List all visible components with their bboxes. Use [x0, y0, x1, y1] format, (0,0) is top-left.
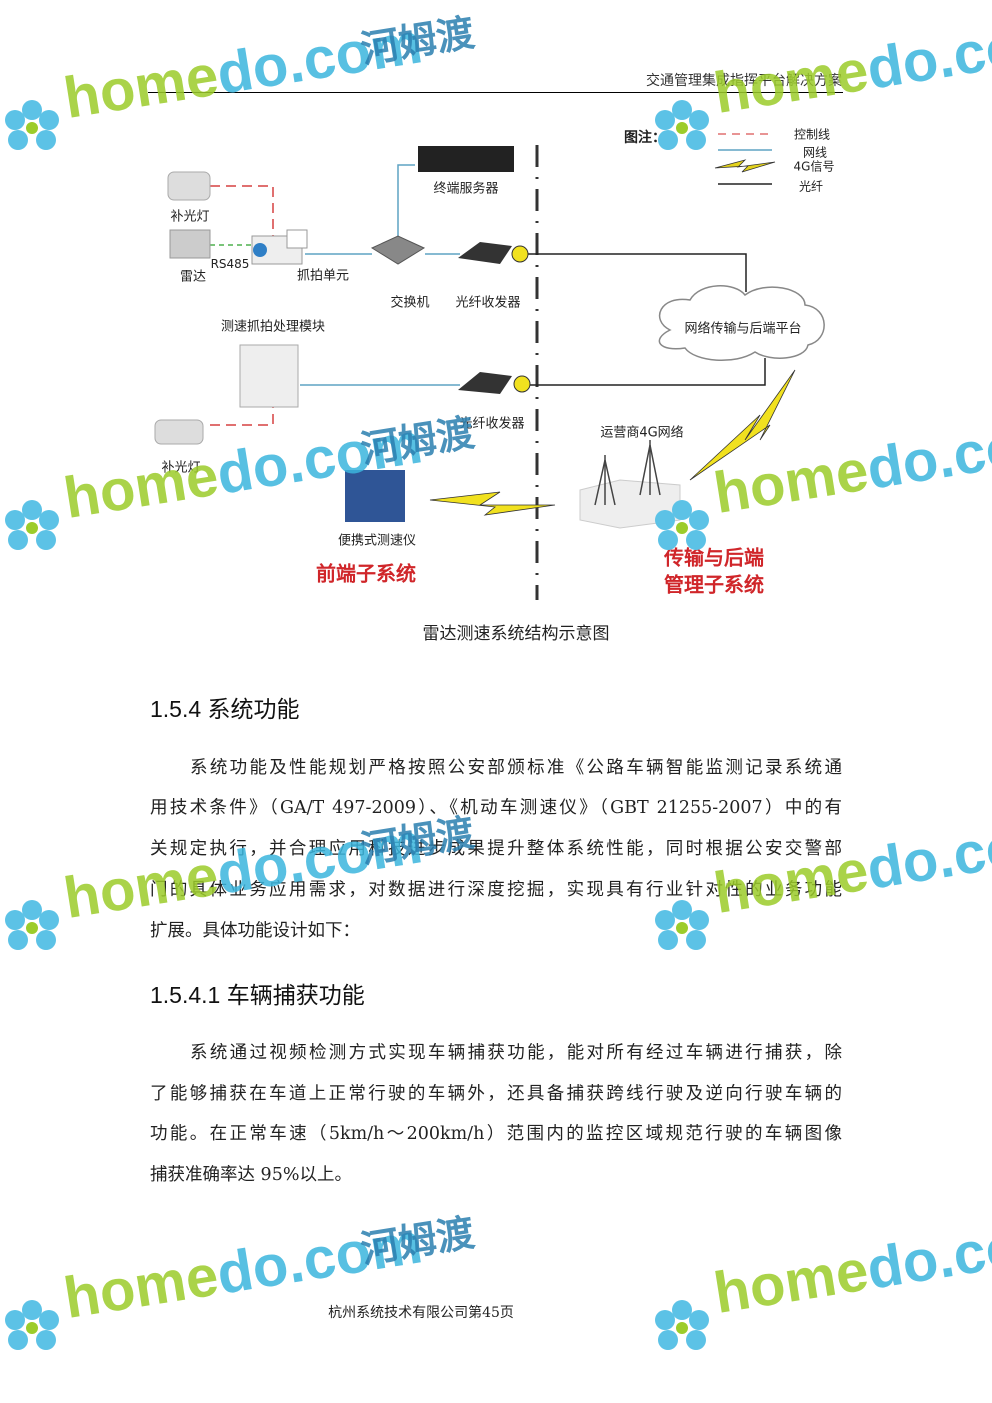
terminal-server-device — [418, 146, 514, 172]
label-fill-light: 补光灯 — [161, 460, 201, 476]
watermark-flower-icon — [5, 100, 59, 150]
fiber-transceiver-device-1 — [458, 242, 512, 264]
label-back-subsystem: 传输与后端 — [664, 545, 764, 570]
subsection-heading: 1.5.4.1 车辆捕获功能 — [150, 982, 365, 1008]
page-header-title: 交通管理集成指挥平台解决方案 — [646, 73, 842, 89]
legend-fiber: 光纤 — [798, 179, 824, 194]
label-fill-light: 补光灯 — [170, 209, 210, 225]
paragraph-line: 用技术条件》（GA/T 497-2009）、《机动车测速仪》（GBT 21255… — [150, 798, 842, 818]
paragraph-line: 扩展。具体功能设计如下： — [150, 921, 360, 941]
paragraph-line: 门的具体业务应用需求，对数据进行深度挖掘，实现具有行业针对性的业务功能 — [150, 880, 842, 900]
watermark-flower-icon — [655, 900, 709, 950]
network-line — [397, 164, 415, 240]
legend-control-line: 控制线 — [793, 127, 831, 142]
watermark-logo: homedo.com — [709, 805, 992, 927]
legend-title: 图注： — [624, 130, 666, 146]
paragraph-line: 系统功能及性能规划严格按照公安部颁标准《公路车辆智能监测记录系统通 — [190, 758, 842, 778]
fiber-line — [528, 253, 747, 292]
paragraph-line: 捕获准确率达 95%以上。 — [150, 1165, 352, 1185]
fiber-connector-icon — [513, 375, 531, 393]
radar-device — [169, 229, 211, 259]
diagram-lines — [154, 133, 825, 600]
cell-tower-icon — [594, 440, 661, 506]
label-radar: 雷达 — [179, 269, 207, 285]
paragraph-line: 关规定执行，并合理应用科技进步成果提升整体系统性能，同时根据公安交警部 — [150, 839, 842, 859]
capture-unit-badge — [286, 229, 308, 249]
label-fiber-transceiver: 光纤收发器 — [459, 416, 525, 432]
fill-light-device-2 — [154, 419, 204, 445]
watermark-flower-icon — [655, 1300, 709, 1350]
label-front-subsystem: 前端子系统 — [316, 561, 416, 586]
label-capture-unit: 抓拍单元 — [296, 268, 350, 284]
control-line — [210, 185, 274, 240]
section-heading: 1.5.4 系统功能 — [150, 696, 300, 722]
signal-4g-icon — [429, 491, 556, 516]
fiber-line — [528, 358, 766, 386]
figure-caption: 雷达测速系统结构示意图 — [422, 624, 610, 644]
label-network-platform: 网络传输与后端平台 — [684, 321, 802, 337]
fiber-connector-icon — [511, 245, 529, 263]
camera-lens — [253, 243, 267, 257]
paragraph-line: 了能够捕获在车道上正常行驶的车辆外，还具备捕获跨线行驶及逆向行驶车辆的 — [150, 1084, 842, 1104]
label-portable-speed: 便携式测速仪 — [337, 533, 417, 549]
legend-4g-signal-swatch — [714, 159, 776, 173]
paragraph-line: 系统通过视频检测方式实现车辆捕获功能，能对所有经过车辆进行捕获，除 — [190, 1043, 842, 1063]
label-switch: 交换机 — [390, 295, 430, 311]
cloud-shape — [658, 285, 825, 361]
speed-module-cabinet — [239, 344, 299, 408]
fill-light-device-1 — [167, 171, 211, 201]
watermark-flower-icon — [655, 100, 709, 150]
legend-network-line: 网线 — [802, 145, 828, 160]
watermark-flower-icon — [5, 1300, 59, 1350]
watermark-flower-icon — [5, 500, 59, 550]
label-terminal-server: 终端服务器 — [433, 181, 499, 197]
switch-device — [370, 235, 426, 265]
label-operator-4g: 运营商4G网络 — [600, 425, 684, 441]
paragraph-line: 功能。在正常车速（5km/h～200km/h）范围内的监控区域规范行驶的车辆图像 — [150, 1124, 842, 1144]
page-footer: 杭州系统技术有限公司第45页 — [328, 1305, 514, 1321]
watermark-chinese: 河姆渡 — [357, 1210, 478, 1272]
label-speed-module: 测速抓拍处理模块 — [220, 319, 326, 335]
label-fiber-transceiver: 光纤收发器 — [455, 295, 521, 311]
watermark-flower-icon — [655, 500, 709, 550]
label-rs485: RS485 — [210, 257, 250, 271]
portable-speed-device — [345, 470, 405, 522]
header-divider — [148, 92, 843, 93]
watermark-flower-icon — [5, 900, 59, 950]
fiber-transceiver-device-2 — [458, 372, 512, 394]
label-back-subsystem: 管理子系统 — [664, 572, 764, 597]
signal-4g-icon — [689, 369, 796, 481]
legend-4g-signal: 4G信号 — [793, 159, 835, 174]
